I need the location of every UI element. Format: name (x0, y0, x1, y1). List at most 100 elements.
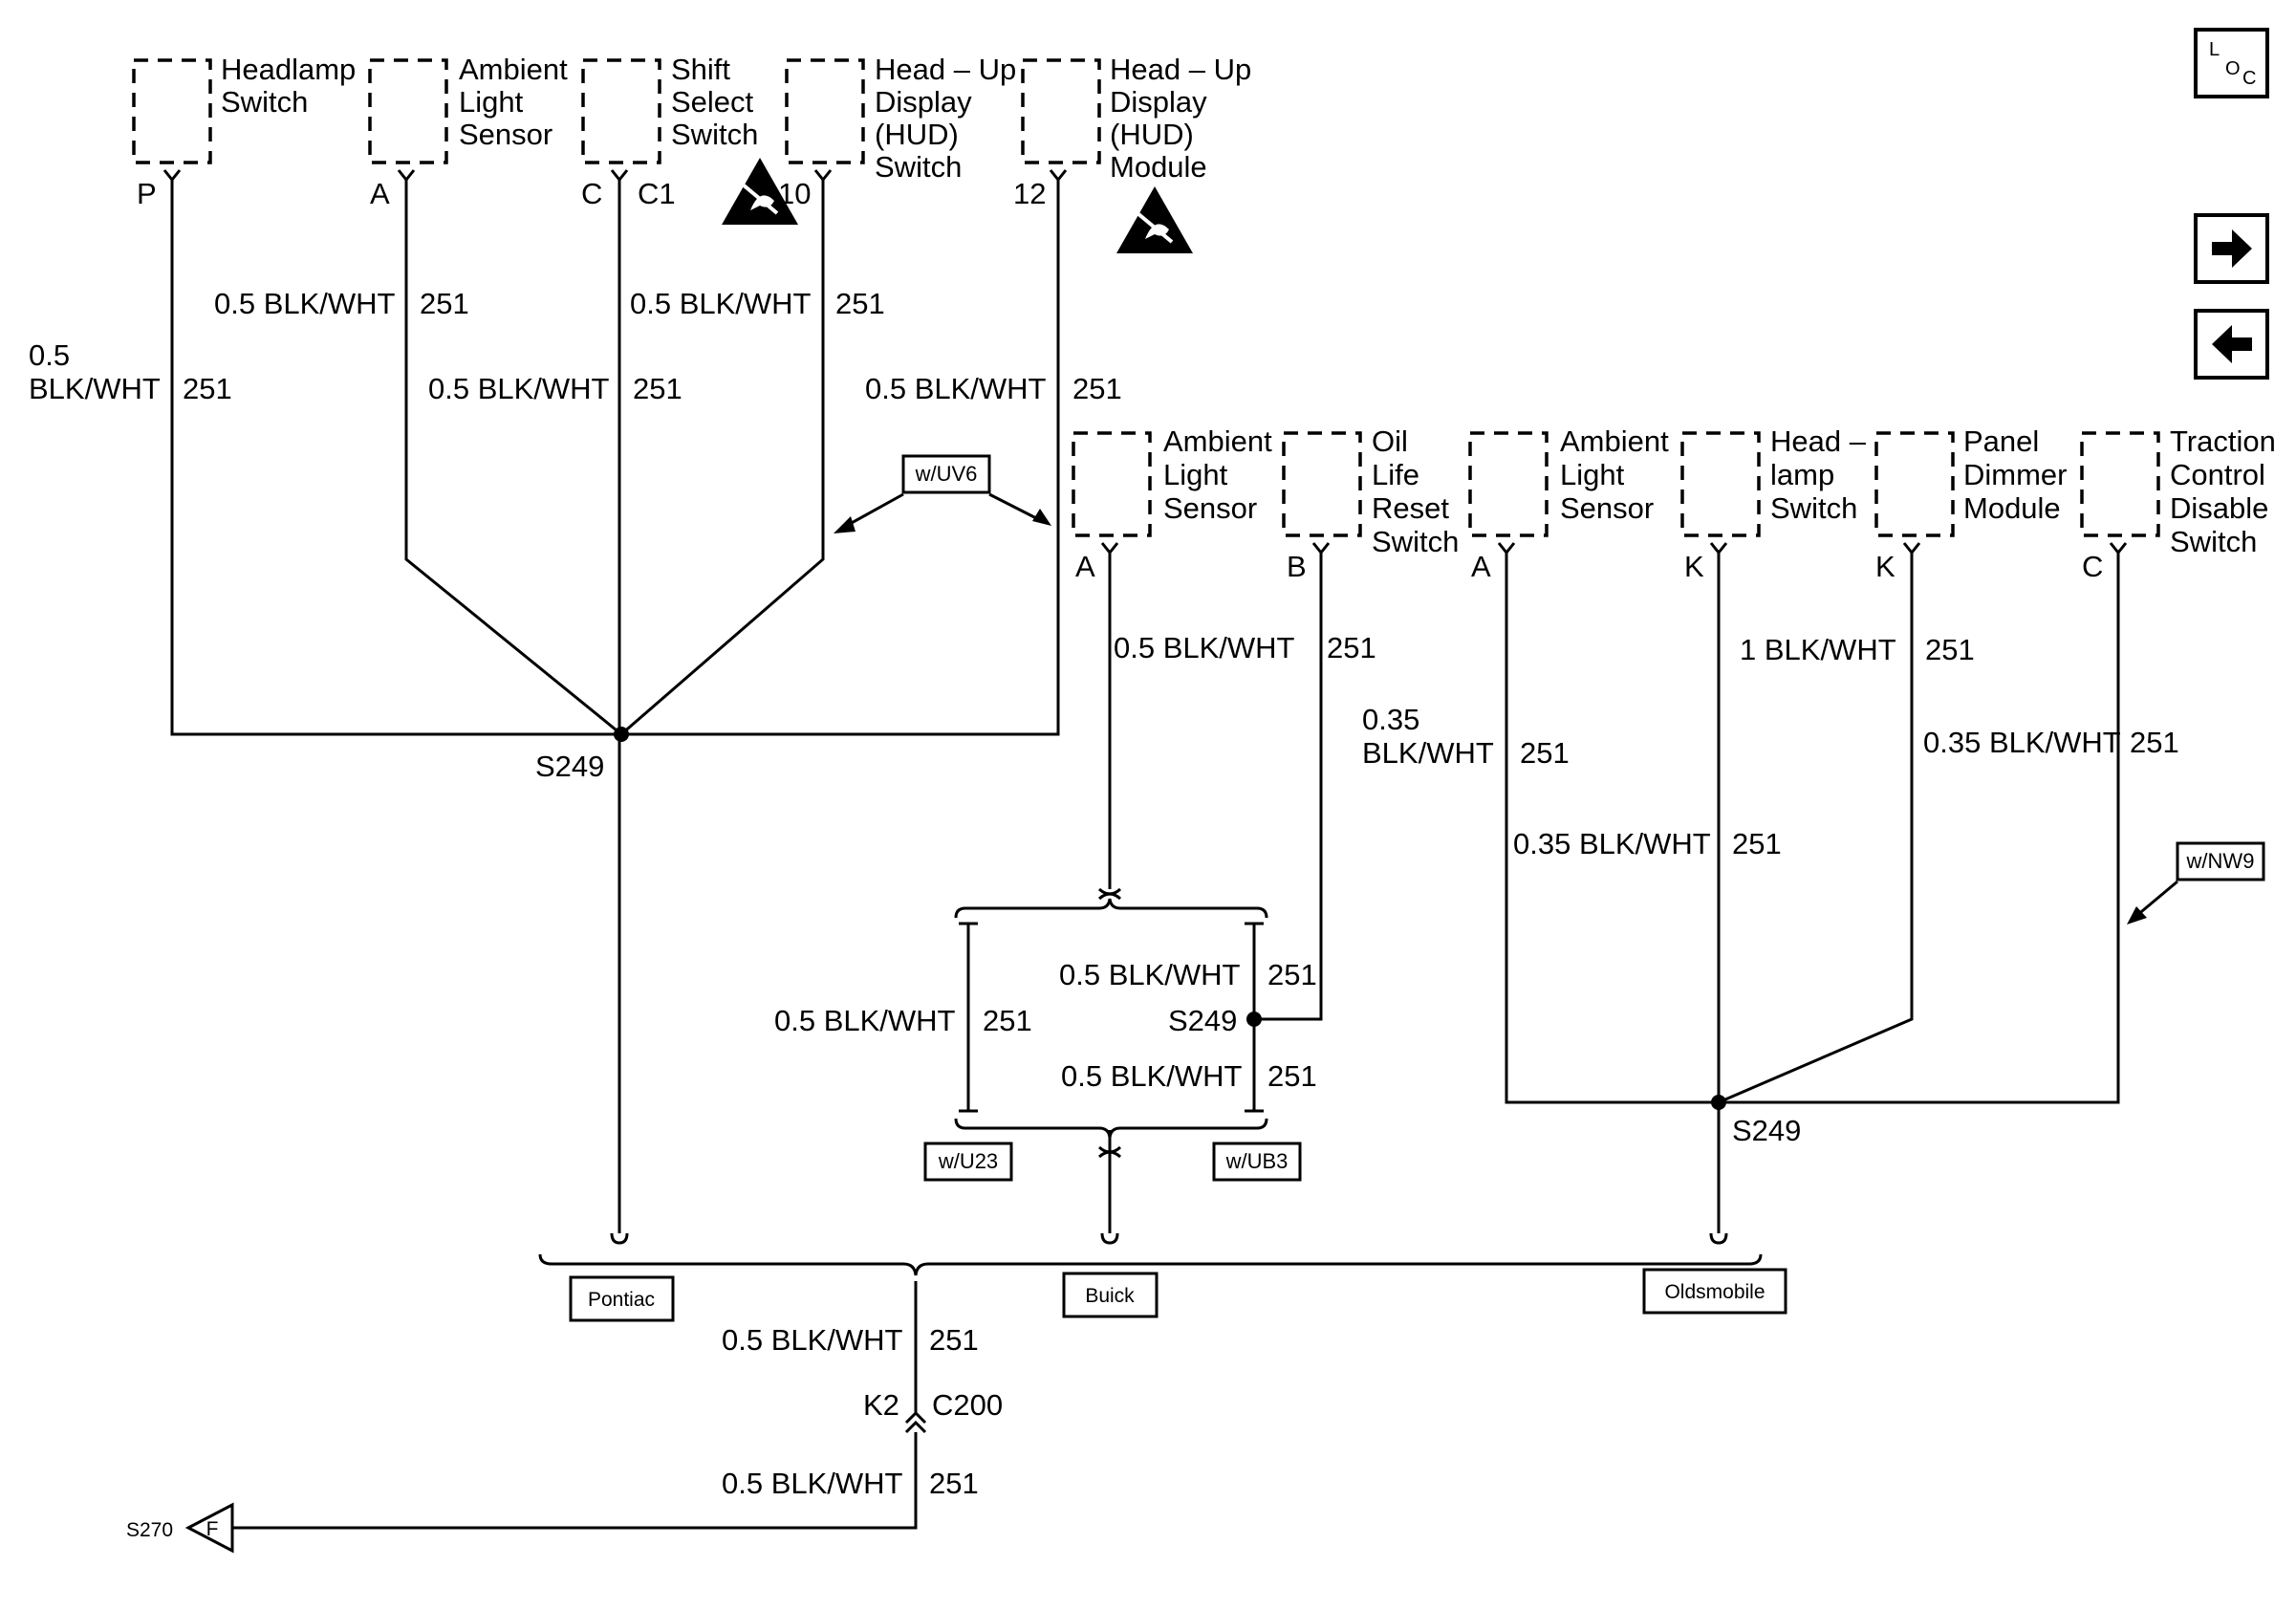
svg-text:Buick: Buick (1085, 1285, 1135, 1307)
wire-gauge-label: 0.5 BLK/WHT (214, 287, 396, 320)
component-label: Switch (1372, 525, 1459, 558)
splice-label: S249 (1168, 1004, 1237, 1037)
wire-circuit-label: 251 (420, 287, 469, 320)
splice-dot (614, 727, 629, 742)
wire-circuit-label: 251 (929, 1467, 979, 1500)
offpage-connector-s270[interactable]: F S270 (126, 1502, 234, 1554)
esd-warning-icon (1116, 186, 1193, 253)
component-label: Traction (2170, 424, 2276, 458)
wire-circuit-label: 251 (1520, 736, 1570, 770)
component-label: Module (1110, 150, 1207, 184)
wire-circuit-label: 251 (183, 372, 232, 405)
wire-gauge-label: 0.35 BLK/WHT (1923, 726, 2121, 759)
wire-gauge-label: 0.5 (29, 338, 70, 372)
component-label: Life (1372, 458, 1419, 491)
oil-life-reset-switch: Oil Life Reset Switch B (1282, 424, 1459, 583)
wire-gauge-label: 0.5 BLK/WHT (722, 1323, 903, 1357)
component-label: Control (2170, 458, 2265, 491)
component-label: Panel (1963, 424, 2039, 458)
component-label: Sensor (1163, 491, 1257, 525)
component-label: Switch (671, 118, 758, 151)
ambient-light-sensor-right: Ambient Light Sensor A (1468, 424, 1669, 583)
trunk-wire (232, 1281, 927, 1530)
wire-gauge-label: 0.5 BLK/WHT (865, 372, 1047, 405)
component-label: Ambient (1560, 424, 1669, 458)
component-label: Light (1560, 458, 1625, 491)
pin-label: C (581, 177, 602, 210)
component-label: Head – (1770, 424, 1867, 458)
component-label: lamp (1770, 458, 1834, 491)
svg-text:L: L (2209, 39, 2220, 60)
hud-module: Head – Up Display (HUD) Module 12 (1013, 53, 1251, 210)
wire-color-label: BLK/WHT (29, 372, 161, 405)
wire-gauge-label: 0.5 BLK/WHT (1061, 1059, 1243, 1093)
svg-text:C: C (2242, 68, 2256, 89)
esd-warning-icon (722, 158, 798, 225)
wire-gauge-label: 0.5 BLK/WHT (428, 372, 610, 405)
ambient-light-sensor-mid: Ambient Light Sensor A (1072, 424, 1272, 583)
component-label: Switch (1770, 491, 1857, 525)
wire-gauge-label: 0.35 BLK/WHT (1513, 827, 1711, 860)
pin-label: K (1875, 550, 1895, 583)
left-harness-wires (170, 180, 1060, 1233)
pin-label: C (2082, 550, 2103, 583)
component-label: Headlamp (221, 53, 356, 86)
wire-gauge-label: 0.5 BLK/WHT (722, 1467, 903, 1500)
splice-dot (1711, 1095, 1726, 1110)
pin-terminals-mid (1100, 542, 2128, 555)
component-label: Disable (2170, 491, 2268, 525)
next-page-button[interactable] (2194, 213, 2269, 284)
offpage-splice-label: S270 (126, 1519, 173, 1541)
svg-text:w/UV6: w/UV6 (915, 462, 978, 486)
svg-text:Pontiac: Pontiac (588, 1289, 655, 1311)
component-label: Display (1110, 85, 1207, 119)
pin-label: K (1684, 550, 1704, 583)
wire-color-label: BLK/WHT (1362, 736, 1494, 770)
component-label: Light (1163, 458, 1228, 491)
ambient-light-sensor-top: Ambient Light Sensor A (368, 53, 568, 210)
option-tag-uv6: w/UV6 (834, 454, 1051, 533)
component-label: Switch (221, 85, 308, 119)
component-label: Oil (1372, 424, 1408, 458)
component-label: Head – Up (875, 53, 1016, 86)
svg-text:w/U23: w/U23 (938, 1149, 998, 1173)
pin-label: 12 (1013, 177, 1046, 210)
wire-circuit-label: 251 (633, 372, 682, 405)
previous-page-button[interactable] (2194, 309, 2269, 380)
option-tag-u23: w/U23 (923, 1142, 1013, 1182)
pin-label: A (1471, 550, 1491, 583)
wire-circuit-label: 251 (835, 287, 885, 320)
connector-pin-label: K2 (863, 1388, 899, 1422)
brand-tag-oldsmobile: Oldsmobile (1642, 1268, 1787, 1315)
offpage-letter: F (206, 1518, 219, 1540)
location-button[interactable]: L O C (2194, 28, 2269, 98)
wire-circuit-label: 251 (1267, 1059, 1317, 1093)
headlamp-switch-right: Head – lamp Switch K (1680, 424, 1867, 583)
oldsmobile-harness-wires (1505, 553, 2120, 1233)
component-label: Sensor (1560, 491, 1654, 525)
component-label: Reset (1372, 491, 1449, 525)
splice-label: S249 (1732, 1114, 1801, 1147)
wire-circuit-label: 251 (1072, 372, 1122, 405)
wire-gauge-label: 0.5 BLK/WHT (1059, 958, 1241, 991)
connector-label: C1 (638, 177, 676, 210)
wire-circuit-label: 251 (929, 1323, 979, 1357)
wire-gauge-label: 1 BLK/WHT (1740, 633, 1896, 666)
traction-control-disable-switch: Traction Control Disable Switch C (2080, 424, 2276, 583)
brand-tag-pontiac: Pontiac (569, 1275, 675, 1322)
component-label: Ambient (459, 53, 568, 86)
wire-gauge-label: 0.5 BLK/WHT (630, 287, 812, 320)
component-label: Switch (2170, 525, 2257, 558)
component-label: Select (671, 85, 754, 119)
hud-switch: Head – Up Display (HUD) Switch 10 (778, 53, 1016, 210)
wire-gauge-label: 0.35 (1362, 703, 1419, 736)
buick-harness-wires (954, 553, 1323, 1233)
svg-text:Oldsmobile: Oldsmobile (1664, 1281, 1765, 1303)
component-label: Shift (671, 53, 730, 86)
component-label: Ambient (1163, 424, 1272, 458)
arrow-right-icon (2212, 229, 2252, 268)
component-label: Sensor (459, 118, 552, 151)
option-tag-ub3: w/UB3 (1212, 1142, 1302, 1182)
svg-text:w/UB3: w/UB3 (1225, 1149, 1289, 1173)
